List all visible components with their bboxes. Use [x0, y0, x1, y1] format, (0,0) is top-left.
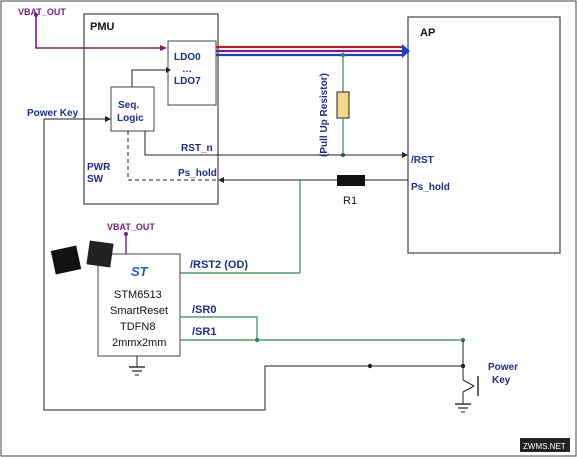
ps-hold-dashed-wire [127, 131, 218, 181]
pullup-label: (Pull Up Resistor) [319, 73, 330, 157]
sr-junction-node [254, 337, 260, 343]
st-logo: ST [131, 264, 149, 279]
chip-label-4: 2mmx2mm [112, 337, 166, 349]
pullup-resistor [336, 91, 350, 119]
seq-logic-block [110, 86, 155, 132]
watermark-box [520, 438, 570, 452]
switch-contact-lower [462, 385, 475, 393]
ap-label: AP [420, 27, 435, 39]
seq-label-1: Seq. [118, 100, 139, 111]
vbat-to-ldo-wire [35, 15, 160, 49]
switch-contact-upper [462, 379, 475, 387]
r1-resistor [337, 175, 365, 186]
sw-label: SW [87, 174, 104, 185]
ap-ps-hold-label: Ps_hold [411, 182, 450, 193]
chip-label-3: TDFN8 [120, 321, 155, 333]
chip-label-2: SmartReset [110, 305, 168, 317]
ldo-dots-label: … [182, 64, 192, 75]
vbat-top-label: VBAT_OUT [18, 7, 66, 17]
power-key-right-label-1: Power [488, 362, 518, 373]
ps-hold-left-label: Ps_hold [178, 168, 217, 179]
rst-n-wire [144, 131, 402, 156]
ap-block [407, 16, 561, 254]
pwr-label: PWR [87, 162, 111, 173]
sr0-wire [180, 316, 258, 340]
vbat-mid-label: VBAT_OUT [107, 222, 155, 232]
sr1-label: /SR1 [192, 326, 216, 338]
ps-hold-arrowhead [218, 177, 224, 183]
r1-label: R1 [343, 195, 357, 207]
ldo-block [167, 40, 217, 106]
power-key-right-label-2: Key [492, 375, 511, 386]
power-key-left-label: Power Key [27, 108, 79, 119]
stm6513-chip [97, 253, 181, 357]
seq-to-ldo-arrowhead [166, 67, 171, 73]
power-key-wire [43, 119, 463, 411]
chip-package-2-image [86, 240, 114, 268]
rst2-label: /RST2 (OD) [190, 259, 248, 271]
watermark-label: ZWMS.NET [523, 442, 566, 451]
ldo0-label: LDO0 [174, 52, 201, 63]
pmu-label: PMU [90, 21, 115, 33]
seq-to-ldo-wire [131, 69, 166, 87]
power-key-node [367, 363, 373, 369]
chip-package-1-image [50, 245, 82, 275]
chip-label-1: STM6513 [114, 289, 162, 301]
seq-label-2: Logic [117, 113, 144, 124]
switch-node [460, 363, 466, 369]
ldo-rail-arrowhead [402, 44, 410, 58]
ldo7-label: LDO7 [174, 76, 201, 87]
ap-rst-label: /RST [411, 155, 434, 166]
sr0-label: /SR0 [192, 304, 216, 316]
vbat-to-ldo-arrowhead [160, 45, 167, 51]
rst-n-label: RST_n [181, 143, 213, 154]
power-key-arrowhead [105, 116, 111, 122]
rst-n-arrowhead [402, 152, 408, 158]
